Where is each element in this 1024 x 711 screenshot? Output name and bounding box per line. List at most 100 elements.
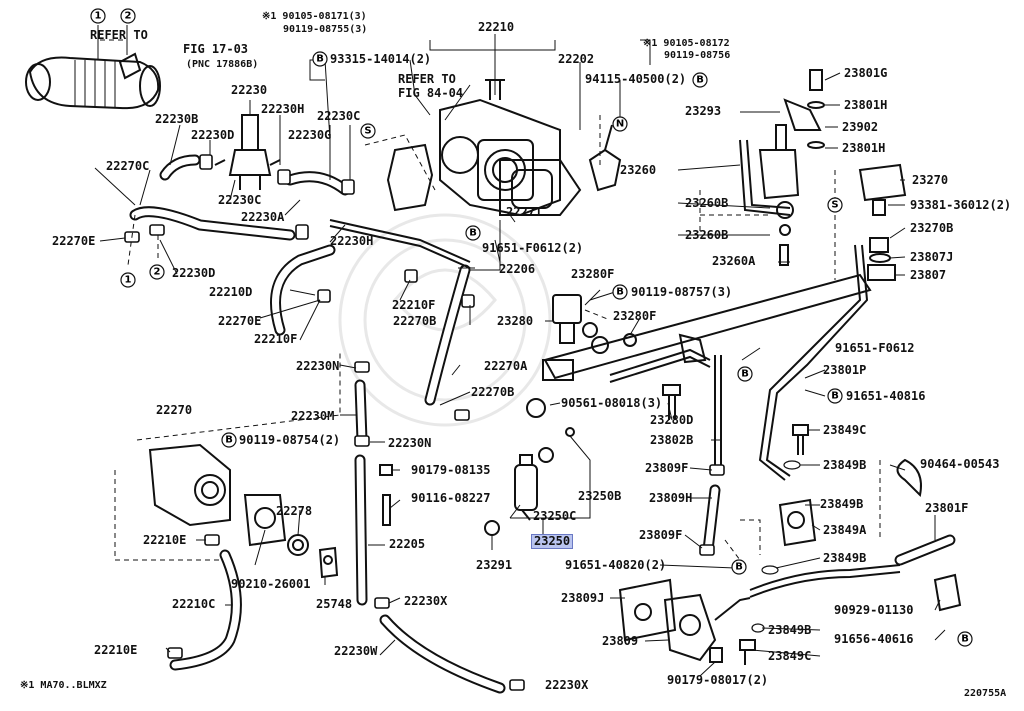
part-label-22210: 22210 bbox=[478, 20, 515, 34]
part-label-22230D-2: 22230D bbox=[172, 266, 216, 280]
part-label-23849A: 23849A bbox=[823, 523, 867, 537]
hoses-art bbox=[129, 154, 956, 694]
part-label-91651-F0612-2: 91651-F0612(2) bbox=[482, 241, 584, 255]
part-label-22230: 22230 bbox=[231, 83, 268, 97]
part-label-22230C-top: 22230C bbox=[317, 109, 361, 123]
part-label-22270C: 22270C bbox=[106, 159, 150, 173]
part-label-23801F: 23801F bbox=[925, 501, 969, 515]
svg-text:B: B bbox=[735, 562, 743, 573]
part-label-23809H: 23809H bbox=[649, 491, 693, 505]
marker-b-icon bbox=[312, 51, 328, 67]
marker-b-icon bbox=[221, 432, 237, 448]
svg-text:1: 1 bbox=[125, 275, 132, 286]
svg-text:2: 2 bbox=[125, 11, 132, 22]
part-label-25748: 25748 bbox=[316, 597, 353, 611]
part-label-23849C: 23849C bbox=[823, 423, 867, 437]
marker-b-icon bbox=[957, 631, 973, 647]
part-label-23849B-2: 23849B bbox=[820, 497, 864, 511]
part-label-22270B-2: 22270B bbox=[471, 385, 515, 399]
part-label-22230X: 22230X bbox=[404, 594, 448, 608]
part-label-22230W: 22230W bbox=[334, 644, 378, 658]
part-label-91651-F0612: 91651-F0612 bbox=[835, 341, 915, 355]
part-label-23849C-2: 23849C bbox=[768, 649, 812, 663]
bypass-valve-art bbox=[214, 114, 281, 190]
part-label-22210C: 22210C bbox=[172, 597, 216, 611]
part-label-23801H: 23801H bbox=[844, 98, 888, 112]
refer-note-1-line-2: FIG 17-03 bbox=[183, 42, 249, 56]
part-label-23260: 23260 bbox=[620, 163, 657, 177]
part-label-90561-08018: 90561-08018(3) bbox=[561, 396, 663, 410]
part-label-23280F-2: 23280F bbox=[613, 309, 657, 323]
part-label-22230A: 22230A bbox=[241, 210, 285, 224]
part-label-23809J: 23809J bbox=[561, 591, 605, 605]
part-label-23809F: 23809F bbox=[645, 461, 689, 475]
part-label-94115: 94115-40500(2) bbox=[585, 72, 687, 86]
part-label-23801G: 23801G bbox=[844, 66, 888, 80]
part-label-90464-00543: 90464-00543 bbox=[920, 457, 1000, 471]
part-label-22270: 22270 bbox=[156, 403, 193, 417]
figure-id: 220755A bbox=[964, 688, 1007, 699]
marker-b-icon bbox=[737, 366, 753, 382]
sensor-art bbox=[858, 163, 907, 281]
part-label-23807: 23807 bbox=[910, 268, 947, 282]
star-note-2-line-1: ※1 90105-08172 bbox=[643, 38, 730, 49]
marker-2-icon bbox=[149, 264, 165, 280]
part-label-22230H: 22230H bbox=[261, 102, 305, 116]
part-label-22210E: 22210E bbox=[143, 533, 187, 547]
part-label-22230C: 22230C bbox=[218, 193, 262, 207]
star-note-1-line-1: ※1 90105-08171(3) bbox=[262, 11, 367, 22]
marker-s-icon bbox=[827, 197, 843, 213]
marker-b-icon bbox=[465, 225, 481, 241]
svg-text:2: 2 bbox=[154, 267, 161, 278]
part-label-93381-36012: 93381-36012(2) bbox=[910, 198, 1012, 212]
part-label-22210F: 22210F bbox=[254, 332, 298, 346]
part-label-23260B-2: 23260B bbox=[685, 228, 729, 242]
part-label-23291: 23291 bbox=[476, 558, 513, 572]
part-label-23801H-2: 23801H bbox=[842, 141, 886, 155]
part-label-91651-40816: 91651-40816 bbox=[846, 389, 926, 403]
svg-text:B: B bbox=[961, 634, 969, 645]
svg-text:B: B bbox=[469, 228, 477, 239]
idle-air-valve-art bbox=[148, 443, 339, 579]
part-label-93315: 93315-14014(2) bbox=[330, 52, 432, 66]
part-label-90179-08017: 90179-08017(2) bbox=[667, 673, 769, 687]
part-label-22230N: 22230N bbox=[296, 359, 340, 373]
part-label-23250-highlighted[interactable]: 23250 bbox=[531, 534, 574, 549]
marker-b-icon bbox=[692, 72, 708, 88]
part-label-22270E-2: 22270E bbox=[218, 314, 262, 328]
svg-text:B: B bbox=[225, 435, 233, 446]
marker-s-icon bbox=[360, 123, 376, 139]
svg-text:B: B bbox=[831, 391, 839, 402]
part-label-22270B: 22270B bbox=[393, 314, 437, 328]
part-label-23280F: 23280F bbox=[571, 267, 615, 281]
refer-note-1-line-1: REFER TO bbox=[90, 28, 148, 42]
cold-start-art bbox=[758, 69, 825, 266]
pipes-art bbox=[329, 139, 901, 598]
part-label-91651-40820: 91651-40820(2) bbox=[565, 558, 667, 572]
delivery-pipe-art bbox=[542, 273, 872, 381]
marker-b-icon bbox=[827, 388, 843, 404]
footnote: ※1 MA70..BLMXZ bbox=[20, 680, 107, 691]
star-note-1-line-2: 90119-08755(3) bbox=[283, 24, 368, 35]
part-label-90179-08135: 90179-08135 bbox=[411, 463, 491, 477]
part-label-90116-08227: 90116-08227 bbox=[411, 491, 491, 505]
svg-text:S: S bbox=[364, 126, 371, 137]
part-label-22210E-2: 22210E bbox=[94, 643, 138, 657]
marker-2-icon bbox=[120, 8, 136, 24]
part-label-90119-08757: 90119-08757(3) bbox=[631, 285, 733, 299]
part-label-23809F-2: 23809F bbox=[639, 528, 683, 542]
refer-note-1-line-3: (PNC 17886B) bbox=[186, 59, 259, 70]
svg-text:B: B bbox=[696, 75, 704, 86]
part-label-23802B: 23802B bbox=[650, 433, 694, 447]
marker-b-icon bbox=[731, 559, 747, 575]
part-label-22230N-2: 22230N bbox=[388, 436, 432, 450]
part-label-22230G: 22230G bbox=[288, 128, 332, 142]
part-label-22210F-2: 22210F bbox=[392, 298, 436, 312]
part-label-23849B-4: 23849B bbox=[768, 623, 812, 637]
part-label-90210-26001: 90210-26001 bbox=[231, 577, 311, 591]
part-label-23280D: 23280D bbox=[650, 413, 694, 427]
fasteners-art bbox=[379, 384, 809, 665]
refer-note-2-line-1: REFER TO bbox=[398, 72, 456, 86]
leader-lines bbox=[94, 34, 946, 677]
